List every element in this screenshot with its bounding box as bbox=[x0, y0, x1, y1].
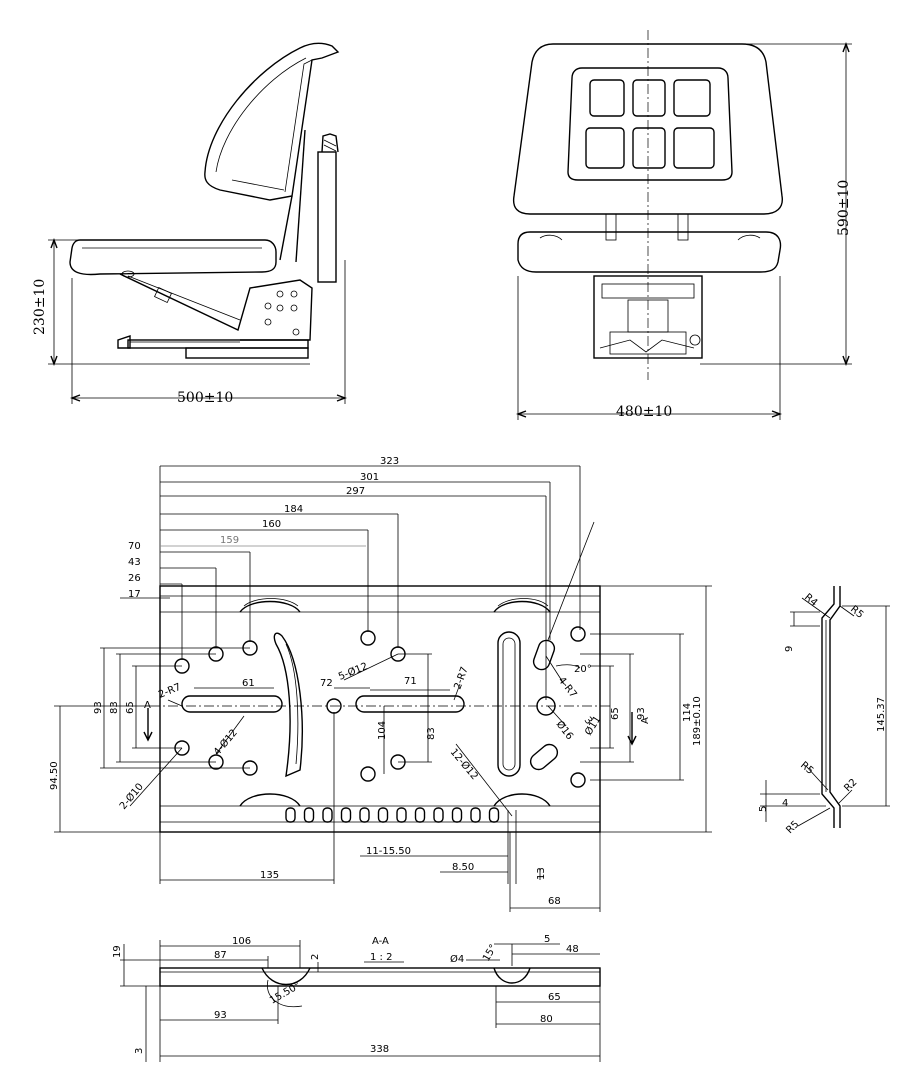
callout-4-r7: 4-R7 bbox=[556, 675, 579, 700]
plate-profile-view bbox=[760, 586, 890, 828]
dim-135: 135 bbox=[260, 870, 279, 881]
dim-19: 19 bbox=[112, 945, 123, 958]
dim-184: 184 bbox=[284, 504, 303, 515]
callout-2-r7-left: 2-R7 bbox=[157, 682, 183, 701]
plate-hole-callouts: 5-Ø12 2-R7 4-Ø12 2-Ø10 12-Ø12 2-R7 4-R7 … bbox=[117, 660, 603, 812]
radius-r5-bottom: R5 bbox=[784, 819, 801, 836]
dim-106: 106 bbox=[232, 936, 251, 947]
plate-left-dim-labels: 93 83 65 94.50 bbox=[49, 701, 136, 790]
rear-height-dim: 590±10 bbox=[836, 180, 852, 236]
dim-48: 48 bbox=[566, 944, 579, 955]
dim-left-65: 65 bbox=[125, 701, 136, 714]
plate-inner-dim-labels: 61 72 71 104 83 bbox=[242, 676, 437, 740]
callout-12-d12: 12-Ø12 bbox=[448, 746, 481, 782]
dim-159: 159 bbox=[220, 535, 239, 546]
adjustment-slot bbox=[470, 807, 481, 823]
section-arrow-a-right: A bbox=[640, 717, 651, 724]
dim-68: 68 bbox=[548, 896, 561, 907]
dim-26: 26 bbox=[128, 573, 141, 584]
dim-65: 65 bbox=[548, 992, 561, 1003]
adjustment-slot bbox=[359, 807, 370, 823]
dim-189: 189±0.10 bbox=[692, 696, 703, 746]
radius-r4: R4 bbox=[802, 592, 819, 609]
radius-r5-top: R5 bbox=[848, 604, 865, 621]
seat-side-view bbox=[48, 42, 347, 404]
callout-5-d12: 5-Ø12 bbox=[337, 660, 370, 683]
adjustment-slot bbox=[433, 807, 444, 823]
dim-87: 87 bbox=[214, 950, 227, 961]
dim-80: 80 bbox=[540, 1014, 553, 1025]
adjustment-slot bbox=[451, 807, 463, 823]
dim-8-50: 8.50 bbox=[452, 862, 474, 873]
dim-left-94-50: 94.50 bbox=[49, 761, 60, 790]
dim-61: 61 bbox=[242, 678, 255, 689]
dim-5: 5 bbox=[758, 806, 769, 812]
dim-70: 70 bbox=[128, 541, 141, 552]
callout-3: 3 bbox=[582, 715, 595, 727]
callout-d16: Ø16 bbox=[554, 718, 576, 742]
section-labels: A-A 1 : 2 106 87 2 Ø4 15° 5 48 19 3 93 1… bbox=[112, 934, 579, 1055]
adjustment-slot bbox=[303, 807, 315, 823]
dim-left-83: 83 bbox=[109, 701, 120, 714]
plate-top-dim-labels: 323 301 297 184 160 159 70 43 26 17 bbox=[128, 456, 399, 600]
dim-right-65: 65 bbox=[610, 707, 621, 720]
dim-301: 301 bbox=[360, 472, 379, 483]
section-a-a-view bbox=[120, 940, 601, 1062]
rear-width-dim: 480±10 bbox=[616, 404, 672, 420]
radius-r2: R2 bbox=[842, 777, 859, 794]
section-title: A-A bbox=[372, 936, 389, 947]
dim-11-15-50: 11-15.50 bbox=[366, 846, 411, 857]
adjustment-slot bbox=[414, 807, 426, 823]
callout-2-d10: 2-Ø10 bbox=[117, 781, 146, 812]
callout-4-d12: 4-Ø12 bbox=[211, 727, 240, 758]
adjustment-slot bbox=[285, 807, 296, 823]
dim-71: 71 bbox=[404, 676, 417, 687]
adjustment-slot bbox=[340, 807, 352, 823]
dim-inner-83: 83 bbox=[426, 727, 437, 740]
dim-43: 43 bbox=[128, 557, 141, 568]
dim-323: 323 bbox=[380, 456, 399, 467]
dim-145-37: 145.37 bbox=[876, 697, 887, 732]
mounting-plate-view bbox=[54, 465, 712, 912]
adjustment-slot-row bbox=[285, 807, 500, 823]
dim-4: 4 bbox=[782, 798, 788, 809]
dim-3: 3 bbox=[134, 1048, 145, 1054]
plate-bottom-dim-labels: 11-15.50 8.50 13 135 68 bbox=[260, 846, 561, 907]
dim-9: 9 bbox=[784, 646, 795, 652]
callout-20-deg: 20° bbox=[574, 664, 592, 675]
dim-338: 338 bbox=[370, 1044, 389, 1055]
adjustment-slot bbox=[488, 807, 500, 823]
dim-72: 72 bbox=[320, 678, 333, 689]
dim-5-top: 5 bbox=[544, 934, 550, 945]
seat-rear-view bbox=[512, 30, 852, 420]
callout-2-r7-mid: 2-R7 bbox=[452, 665, 470, 691]
dim-left-93: 93 bbox=[93, 701, 104, 714]
section-arrow-a-left: A bbox=[144, 700, 151, 711]
side-height-dim: 230±10 bbox=[32, 279, 48, 335]
adjustment-slot bbox=[377, 807, 389, 823]
dim-d4: Ø4 bbox=[450, 953, 464, 965]
side-depth-dim: 500±10 bbox=[177, 390, 233, 406]
dim-2: 2 bbox=[310, 954, 321, 960]
dim-297: 297 bbox=[346, 486, 365, 497]
plate-right-dim-labels: 93 65 114 189±0.10 bbox=[610, 696, 703, 746]
dim-right-93: 93 bbox=[636, 707, 647, 720]
adjustment-slot bbox=[396, 807, 407, 823]
dim-104: 104 bbox=[377, 721, 388, 740]
radius-r5-mid: R5 bbox=[798, 760, 815, 777]
dim-93: 93 bbox=[214, 1010, 227, 1021]
adjustment-slot bbox=[322, 807, 333, 823]
dim-13: 13 bbox=[536, 867, 547, 880]
dim-17: 17 bbox=[128, 589, 141, 600]
dim-160: 160 bbox=[262, 519, 281, 530]
section-scale: 1 : 2 bbox=[370, 952, 392, 963]
dim-114: 114 bbox=[682, 703, 693, 722]
